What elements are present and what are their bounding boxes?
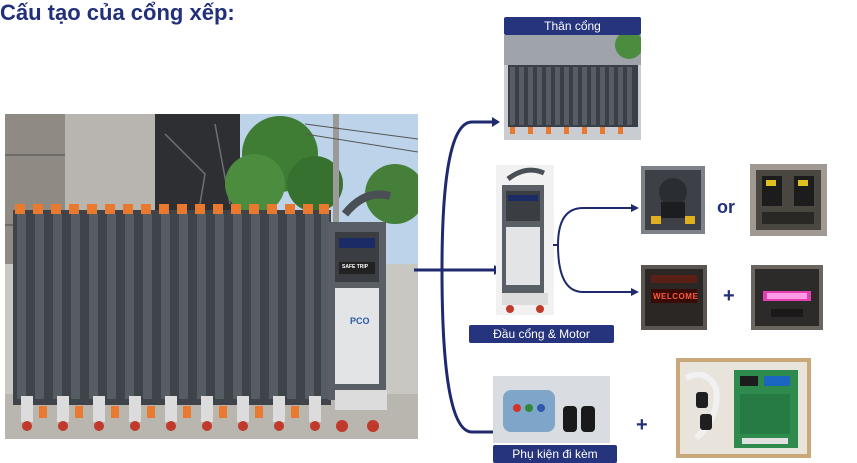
control-board-photo <box>676 358 811 458</box>
gate-head-unit <box>328 190 392 432</box>
brand-logo-text: PCO <box>350 316 370 326</box>
page-title: Cấu tạo của cổng xếp: <box>0 0 235 25</box>
label-accessories: Phụ kiện đi kèm <box>493 445 617 463</box>
main-gate-photo: SAFE TRIP PCO <box>5 114 418 439</box>
display-pink-photo <box>751 265 823 330</box>
gate-slats <box>13 204 331 431</box>
welcome-display-text: WELCOME <box>653 292 699 301</box>
motor-option-2-photo <box>750 164 827 236</box>
motor-split-arrows <box>553 204 639 296</box>
main-gate-illustration <box>5 114 418 439</box>
display-welcome-photo: WELCOME <box>641 265 707 330</box>
motor-option-1-photo <box>641 166 705 234</box>
plus-display: + <box>723 285 735 307</box>
gate-head-photo <box>496 165 554 315</box>
or-text: or <box>717 197 735 217</box>
label-gate-head-motor: Đầu cổng & Motor <box>469 325 614 343</box>
plus-accessories: + <box>636 414 648 436</box>
gate-body-photo <box>504 35 641 140</box>
safe-trip-text: SAFE TRIP <box>342 264 369 270</box>
arrow-head-top <box>492 117 500 127</box>
label-gate-body: Thân cổng <box>504 17 641 35</box>
remote-accessories-photo <box>493 376 610 443</box>
